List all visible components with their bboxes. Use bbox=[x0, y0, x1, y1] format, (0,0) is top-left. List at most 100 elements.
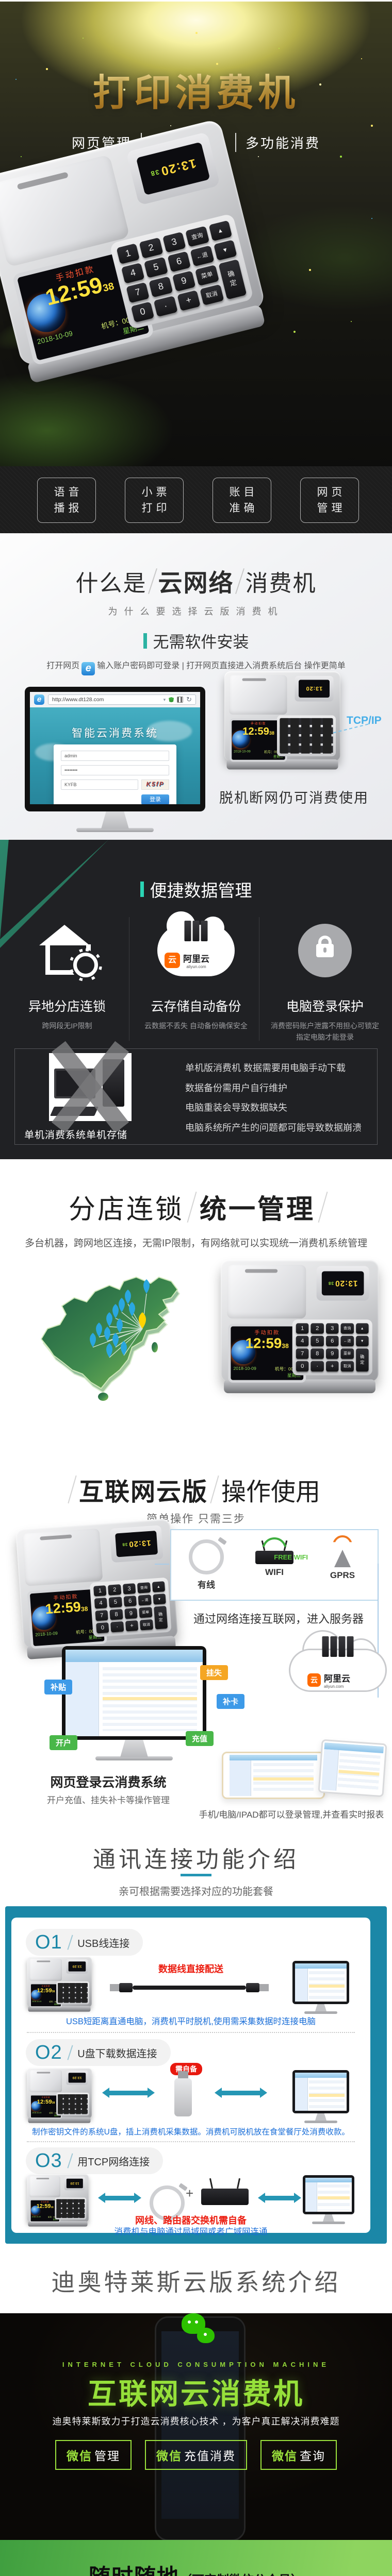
display-machine-no: 机号：00001 bbox=[264, 750, 283, 754]
keypad-key[interactable]: ▼ bbox=[213, 240, 237, 261]
keypad-key[interactable]: 查询 bbox=[185, 226, 209, 247]
url-bar[interactable]: http://www.dt128.com ▾ ↻ bbox=[48, 694, 196, 705]
keypad-key[interactable]: 菜单 bbox=[195, 265, 219, 286]
keypad-key[interactable]: ←退 bbox=[138, 1595, 152, 1606]
keypad-key[interactable]: + bbox=[176, 290, 201, 311]
keypad-key[interactable]: 取消 bbox=[200, 284, 224, 306]
phone-landscape-photo bbox=[222, 1752, 325, 1799]
keypad-key[interactable]: 1 bbox=[296, 1323, 309, 1334]
chain-section: 分店连锁统一管理 多台机器，跨网地区连接，无需IP限制，有网络就可以实现统一消费… bbox=[0, 1159, 392, 1463]
keypad-key[interactable]: 9 bbox=[124, 1607, 138, 1619]
keypad-key[interactable]: 取消 bbox=[340, 1361, 354, 1372]
security-shield-icon bbox=[169, 697, 174, 702]
keypad-key[interactable]: 查询 bbox=[340, 1323, 354, 1334]
monitor-stand bbox=[120, 1740, 148, 1757]
standalone-pc-photo bbox=[49, 1053, 132, 1121]
paper-slot bbox=[242, 678, 266, 681]
keypad-key[interactable]: ▲ bbox=[152, 1581, 166, 1592]
login-button[interactable]: 登录 bbox=[141, 794, 169, 804]
keypad-key[interactable]: ▲ bbox=[208, 220, 233, 242]
badge-receipt: 小票打印 bbox=[125, 478, 184, 523]
keypad-key[interactable]: + bbox=[325, 1361, 339, 1372]
keypad-key[interactable]: 7 bbox=[296, 1348, 309, 1359]
keypad-key[interactable]: 取消 bbox=[140, 1619, 153, 1631]
captcha-input[interactable] bbox=[61, 779, 138, 790]
keypad bbox=[56, 2092, 89, 2116]
keypad-key[interactable]: 确定 bbox=[153, 1605, 168, 1630]
keypad-key[interactable]: 8 bbox=[109, 1608, 123, 1620]
keypad-key[interactable]: ▼ bbox=[153, 1594, 166, 1605]
keypad-key[interactable]: 5 bbox=[144, 257, 168, 278]
keypad-key[interactable]: · bbox=[154, 296, 178, 317]
dropdown-icon[interactable]: ▾ bbox=[163, 697, 166, 702]
keypad-key[interactable]: 3 bbox=[122, 1583, 136, 1595]
customer-display: 13:20 bbox=[66, 2071, 88, 2085]
keypad-key[interactable]: 9 bbox=[325, 1348, 339, 1359]
section-title: 互联网云版操作使用 bbox=[0, 1471, 392, 1507]
keypad-key[interactable]: + bbox=[125, 1620, 139, 1632]
keypad-key[interactable]: ←退 bbox=[340, 1335, 354, 1347]
keypad-key[interactable]: 4 bbox=[121, 262, 145, 284]
customer-display: 13:20 bbox=[295, 676, 334, 702]
keypad-key[interactable]: 6 bbox=[167, 251, 191, 273]
display-week: 星期二 bbox=[287, 1372, 301, 1378]
wechat-section: INTERNET CLOUD CONSUMPTION MACHINE 互联网云消… bbox=[0, 2313, 392, 2540]
keypad-key[interactable]: · bbox=[110, 1621, 124, 1633]
keypad-key[interactable]: 8 bbox=[311, 1348, 324, 1359]
keypad-key[interactable]: 4 bbox=[94, 1597, 108, 1609]
paper-slot bbox=[40, 1534, 72, 1540]
keypad-key[interactable]: 9 bbox=[172, 270, 196, 292]
keypad-key[interactable]: ▲ bbox=[355, 1323, 369, 1334]
mini-admin-ui bbox=[230, 1755, 317, 1796]
keypad-key[interactable]: 6 bbox=[325, 1335, 339, 1347]
keypad-key[interactable]: 7 bbox=[126, 282, 150, 303]
keypad-key[interactable]: 1 bbox=[93, 1585, 107, 1597]
refresh-icon[interactable]: ↻ bbox=[186, 696, 192, 703]
warning-line: 数据备份需用户自行维护 bbox=[185, 1082, 287, 1093]
login-form: K5fP 登录 bbox=[54, 744, 176, 804]
keypad-key[interactable]: 0 bbox=[296, 1361, 309, 1372]
keypad-key[interactable]: 5 bbox=[311, 1335, 324, 1347]
tag-open-account: 开户 bbox=[50, 1735, 78, 1750]
keypad-key[interactable]: 4 bbox=[296, 1335, 309, 1347]
keypad-key[interactable]: 5 bbox=[109, 1596, 122, 1608]
captcha-image[interactable]: K5fP bbox=[141, 779, 169, 790]
router-icon bbox=[201, 2178, 249, 2205]
keypad-key[interactable]: ▼ bbox=[355, 1335, 369, 1347]
keypad-key[interactable]: 3 bbox=[162, 231, 186, 253]
display-machine-no: 机号：00001 bbox=[49, 2112, 60, 2114]
display-mode: 手动扣款 bbox=[41, 2201, 50, 2203]
keypad-key[interactable]: 8 bbox=[149, 276, 173, 298]
password-input[interactable] bbox=[61, 765, 169, 775]
keypad-key[interactable]: 查询 bbox=[137, 1582, 151, 1594]
keypad-key[interactable]: 菜单 bbox=[139, 1606, 153, 1618]
section-title: 便捷数据管理 bbox=[0, 877, 392, 902]
username-input[interactable] bbox=[61, 751, 169, 761]
qr-code-icon[interactable] bbox=[177, 697, 184, 703]
keypad-key[interactable]: 确定 bbox=[218, 259, 247, 300]
keypad-key[interactable]: 7 bbox=[95, 1609, 109, 1621]
keypad-key[interactable]: 菜单 bbox=[340, 1348, 354, 1359]
keypad-key[interactable]: 1 bbox=[116, 243, 140, 265]
keypad bbox=[277, 715, 336, 756]
keypad-key[interactable]: · bbox=[311, 1361, 324, 1372]
keypad-key[interactable]: 6 bbox=[123, 1596, 137, 1607]
keypad-key[interactable]: 确定 bbox=[355, 1348, 369, 1372]
keypad-key[interactable]: 2 bbox=[311, 1323, 324, 1334]
keypad-key[interactable]: 2 bbox=[139, 237, 164, 259]
display-date: 2018-10-09 bbox=[32, 2000, 42, 2003]
warning-line: 单机版消费机 数据需要用电脑手动下载 bbox=[185, 1063, 346, 1073]
keypad-key[interactable]: 0 bbox=[96, 1622, 109, 1634]
keypad-key[interactable]: ←退 bbox=[190, 245, 214, 267]
pc-caption: 单机消费系统单机存储 bbox=[24, 1130, 128, 1141]
double-arrow bbox=[215, 2088, 267, 2098]
keypad-key[interactable]: 0 bbox=[130, 301, 155, 323]
keypad-key[interactable]: 2 bbox=[108, 1584, 122, 1596]
keypad-key[interactable]: 3 bbox=[325, 1323, 339, 1334]
option2-desc: 制作密钥文件的系统U盘，插上消费机采集数据。消费机可脱机放在食堂餐厅处消费收款。 bbox=[32, 2128, 350, 2137]
wifi-router-icon: FREE WIFI bbox=[255, 1537, 308, 1564]
